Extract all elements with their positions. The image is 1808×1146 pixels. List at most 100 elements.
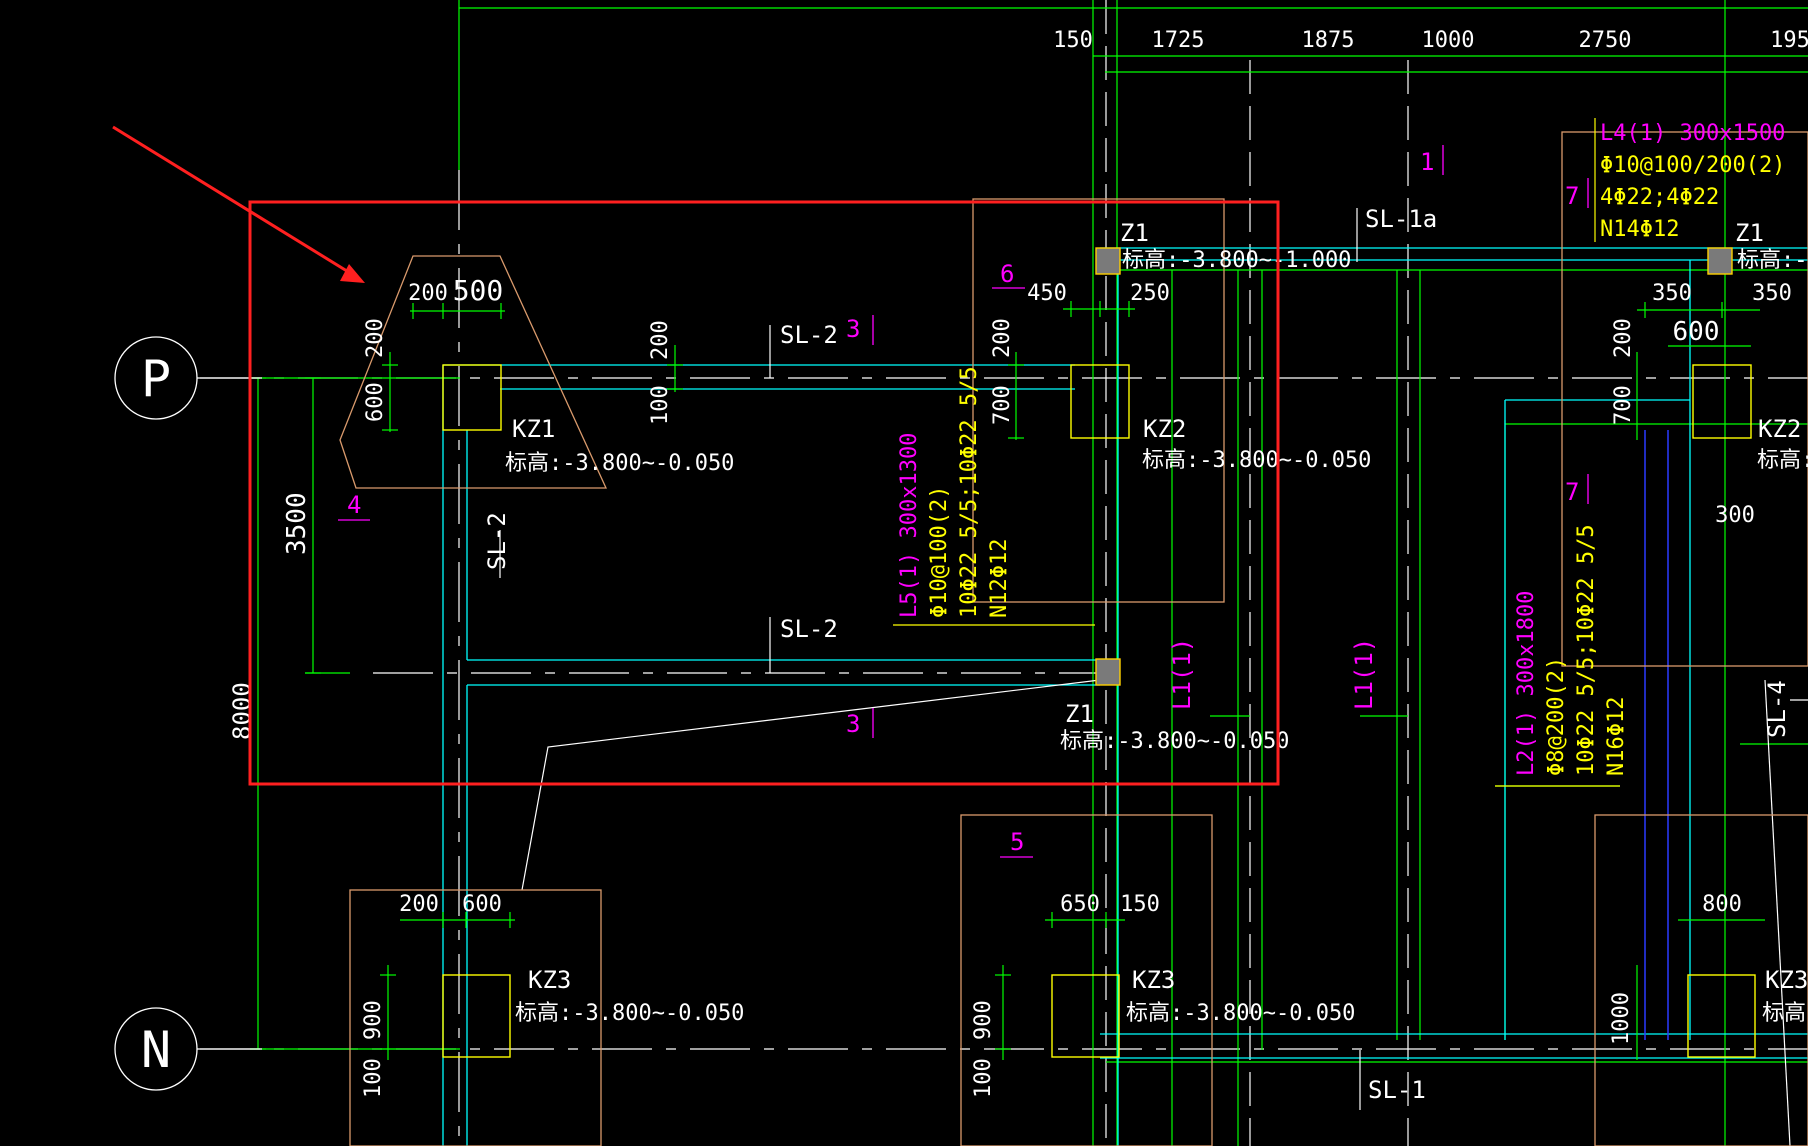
- dim-kz1-200: 200: [408, 281, 448, 306]
- dim-kz2-250: 250: [1130, 281, 1170, 306]
- marker-1: 1: [1420, 148, 1434, 176]
- l2-line-1: L2(1) 300x1800: [1514, 591, 1539, 776]
- label-kz3-right: KZ3: [1765, 966, 1808, 994]
- label-kz2-right: KZ2: [1758, 415, 1801, 443]
- column-kz1[interactable]: [442, 364, 502, 431]
- l5-line-3: 10Φ22 5/5;10Φ22 5/5: [957, 366, 982, 618]
- dim-right-350a: 350: [1652, 281, 1692, 306]
- dim-kz3b-900v: 900: [971, 1000, 996, 1040]
- column-kz2[interactable]: [1070, 364, 1130, 439]
- dim-kz2-450: 450: [1027, 281, 1067, 306]
- pad-kz2: [972, 198, 1225, 603]
- l2-line-4: N16Φ12: [1604, 697, 1629, 776]
- column-kz2-right[interactable]: [1692, 364, 1752, 439]
- elev-z1-top: 标高:-3.800~-1.000: [1122, 248, 1351, 273]
- marker-7b: 7: [1565, 478, 1579, 506]
- highlight-markup: [112, 125, 1280, 786]
- column-z1-mid[interactable]: [1095, 658, 1121, 686]
- column-z1-top[interactable]: [1095, 247, 1121, 275]
- dim-ticks: [250, 301, 1765, 1060]
- dim-kz3b-650: 650: [1060, 892, 1100, 917]
- top-dim-150: 150: [1053, 28, 1093, 53]
- top-dim-1000: 1000: [1422, 28, 1475, 53]
- section-markers: 3 3 4 6 1 7 7 5: [338, 145, 1589, 858]
- tag-sl2-vert: SL-2: [483, 512, 511, 570]
- tag-l1-a: L1(1): [1168, 638, 1196, 710]
- top-dim-2750: 2750: [1579, 28, 1632, 53]
- dim-kz1-200v: 200: [363, 318, 388, 358]
- axis-label-p: P: [141, 350, 171, 408]
- marker-5: 5: [1010, 828, 1024, 856]
- dim-right-700v: 700: [1611, 385, 1636, 425]
- marker-4: 4: [347, 491, 361, 519]
- dim-kz1-600v: 600: [363, 382, 388, 422]
- dim-kz3a-600: 600: [462, 892, 502, 917]
- axis-label-n: N: [141, 1021, 171, 1079]
- top-dimensions: 150 1725 1875 1000 2750 195: [1053, 28, 1808, 53]
- columns: [442, 247, 1756, 1058]
- top-dim-1875: 1875: [1302, 28, 1355, 53]
- highlight-arrow-head: [340, 264, 365, 283]
- l5-line-4: N12Φ12: [987, 539, 1012, 618]
- dim-span-8000: 8000: [228, 682, 256, 740]
- dim-kz3b-150: 150: [1120, 892, 1160, 917]
- elev-z1-mid: 标高:-3.800~-0.050: [1060, 729, 1289, 754]
- column-kz3-right[interactable]: [1687, 974, 1756, 1058]
- pad-right-lower: [1594, 814, 1808, 1146]
- column-kz3-a[interactable]: [442, 974, 511, 1058]
- l2-line-2: Φ8@200(2): [1544, 657, 1569, 776]
- elev-kz2-right: 标高:-5: [1757, 448, 1808, 473]
- tag-sl4: SL-4: [1763, 680, 1791, 738]
- dim-beam-200: 200: [648, 320, 673, 360]
- label-z1-top: Z1: [1120, 219, 1149, 247]
- highlight-arrow-shaft: [112, 125, 356, 278]
- dim-right-200v: 200: [1611, 318, 1636, 358]
- elev-kz2: 标高:-3.800~-0.050: [1142, 448, 1371, 473]
- dim-kz3a-200: 200: [399, 892, 439, 917]
- annotation-l4: L4(1) 300x1500 Φ10@100/200(2) 4Φ22;4Φ22 …: [1594, 118, 1785, 242]
- l4-line-1: L4(1) 300x1500: [1600, 121, 1785, 146]
- annotation-l5: L5(1) 300x1300 Φ10@100(2) 10Φ22 5/5;10Φ2…: [893, 366, 1095, 626]
- highlight-rectangle[interactable]: [248, 200, 1280, 786]
- dim-right-300: 300: [1715, 503, 1755, 528]
- elev-z1-right: 标高:-3.8: [1737, 248, 1808, 273]
- z1-leader: [521, 679, 1101, 891]
- pad-kz3b: [960, 814, 1213, 1146]
- label-z1-right: Z1: [1735, 219, 1764, 247]
- label-kz3-a: KZ3: [528, 966, 571, 994]
- dim-right-1000v: 1000: [1609, 992, 1634, 1045]
- elev-kz3-a: 标高:-3.800~-0.050: [515, 1001, 744, 1026]
- l5-line-1: L5(1) 300x1300: [897, 433, 922, 618]
- elev-kz1: 标高:-3.800~-0.050: [505, 451, 734, 476]
- pad-kz3a: [349, 889, 602, 1146]
- label-kz3-b: KZ3: [1132, 966, 1175, 994]
- dim-kz2-200v: 200: [990, 318, 1015, 358]
- dim-kz3a-900v: 900: [361, 1000, 386, 1040]
- foundation-pads: [339, 131, 1808, 1146]
- dim-right-600: 600: [1673, 317, 1720, 347]
- sl4-line: [1764, 679, 1791, 1146]
- beam-outlines: [442, 247, 1808, 1146]
- label-kz1: KZ1: [512, 415, 555, 443]
- label-z1-mid: Z1: [1065, 700, 1094, 728]
- dim-span-3500: 3500: [282, 492, 312, 555]
- l2-line-3: 10Φ22 5/5;10Φ22 5/5: [1574, 524, 1599, 776]
- dim-kz3b-100v: 100: [971, 1058, 996, 1098]
- tag-sl1: SL-1: [1368, 1076, 1426, 1104]
- tag-sl1a: SL-1a: [1365, 205, 1437, 233]
- l4-line-2: Φ10@100/200(2): [1600, 153, 1785, 178]
- column-kz3-b[interactable]: [1051, 974, 1120, 1058]
- top-dim-1725: 1725: [1152, 28, 1205, 53]
- dimension-lines: [250, 0, 1808, 1146]
- dim-right-800: 800: [1702, 892, 1742, 917]
- column-z1-right[interactable]: [1707, 247, 1733, 275]
- beam-tags: SL-2 SL-2 SL-2 SL-1a SL-1 SL-4 L1(1) L1(…: [483, 205, 1791, 1104]
- tag-sl2-top: SL-2: [780, 321, 838, 349]
- blue-lines: [1644, 430, 1669, 1040]
- l4-line-4: N14Φ12: [1600, 217, 1679, 242]
- tag-sl2-low: SL-2: [780, 615, 838, 643]
- top-dim-195: 195: [1770, 28, 1808, 53]
- marker-6: 6: [1000, 260, 1014, 288]
